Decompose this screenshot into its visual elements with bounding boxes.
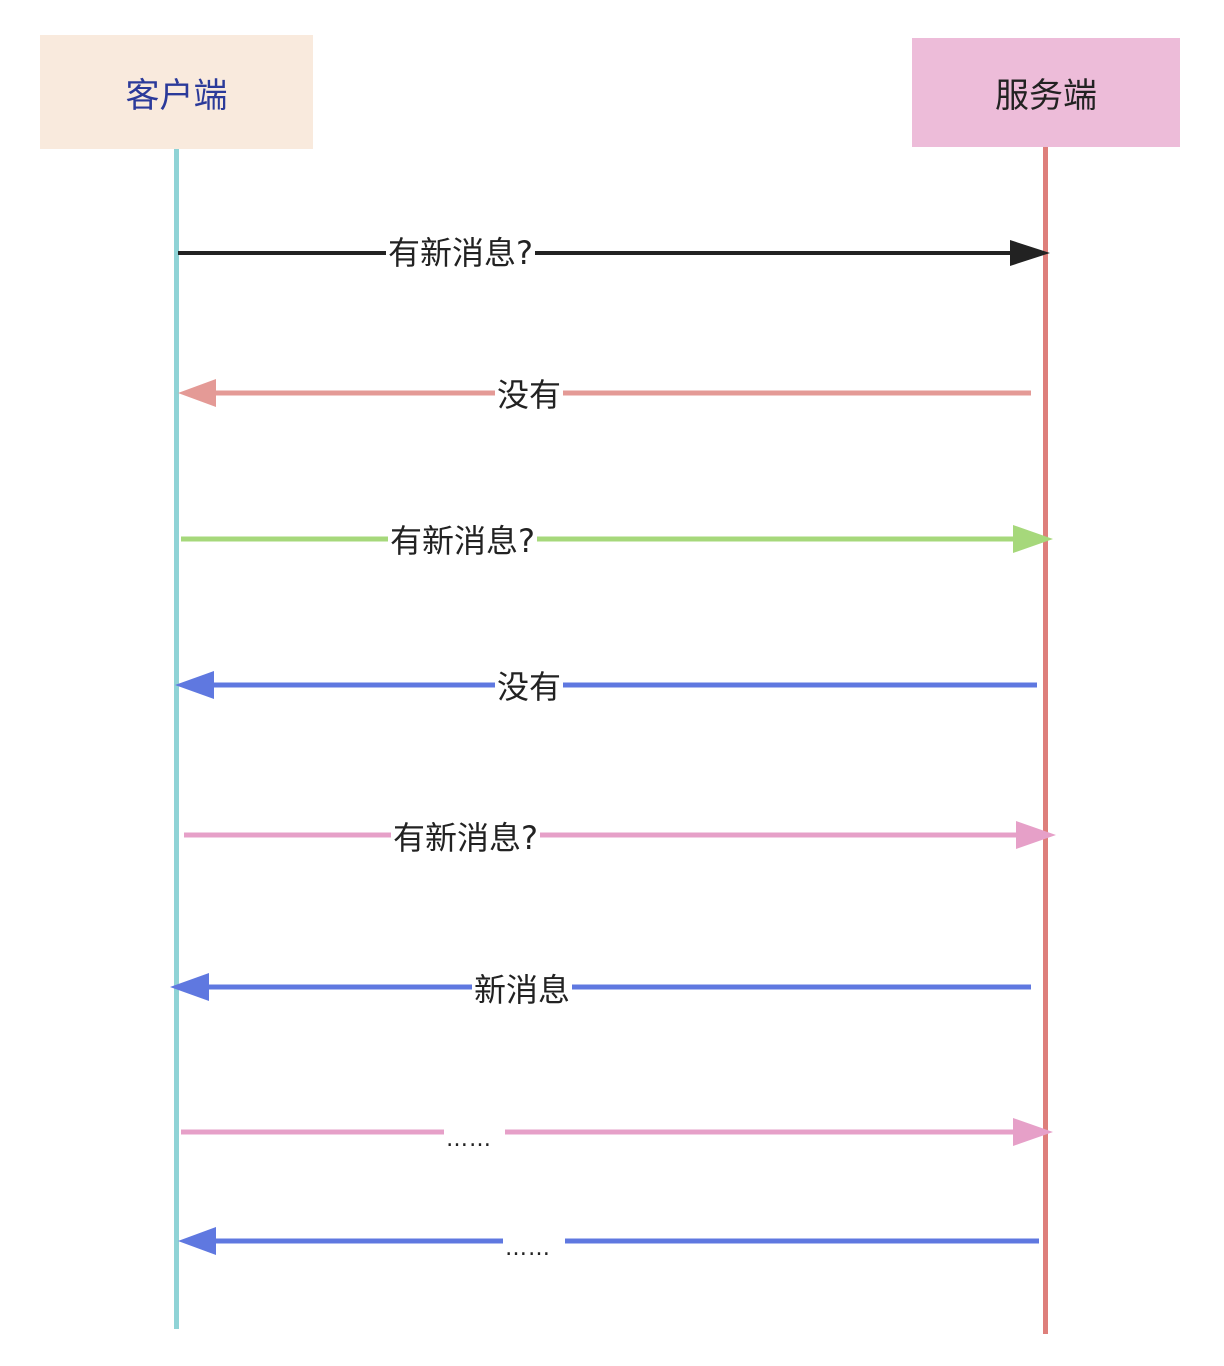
message-label: 新消息 [472,970,573,1010]
server-actor-label: 服务端 [995,76,1097,116]
message-label: …… [505,1236,551,1261]
message-arrow: 有新消息? [0,233,1224,273]
message-arrow: 新消息 [0,967,1224,1010]
server-lifeline [1043,147,1048,1334]
client-lifeline [174,149,179,1329]
message-arrow: 没有 [0,665,1224,707]
message-label: …… [446,1127,492,1152]
server-actor-box: 服务端 [912,38,1180,147]
message-label: 没有 [495,375,564,415]
message-label: 没有 [495,667,564,707]
message-arrow: 有新消息? [0,815,1224,858]
message-arrow: …… [0,1221,1224,1261]
message-label: 有新消息? [391,818,540,858]
message-arrow: 有新消息? [0,519,1224,561]
message-arrow: …… [0,1112,1224,1152]
client-actor-box: 客户端 [40,35,313,149]
message-arrow: 没有 [0,373,1224,415]
message-label: 有新消息? [386,233,535,273]
client-actor-label: 客户端 [125,75,228,116]
message-label: 有新消息? [388,521,537,561]
